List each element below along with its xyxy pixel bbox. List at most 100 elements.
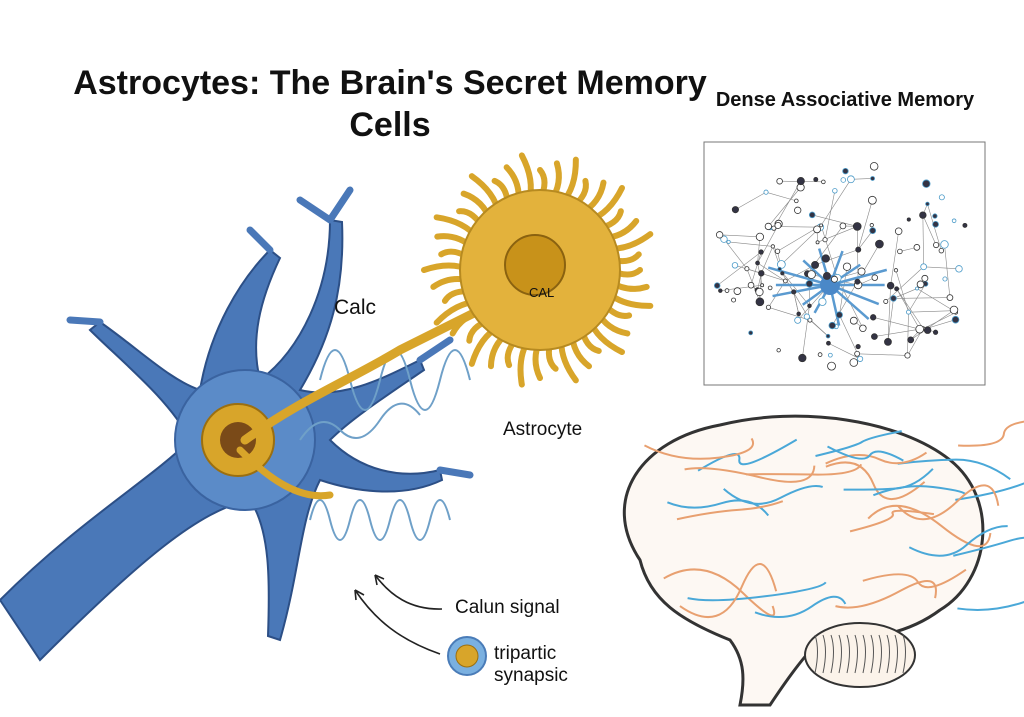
network-node (869, 223, 874, 228)
network-node (955, 265, 963, 273)
network-node (849, 358, 859, 367)
network-node (776, 177, 783, 185)
network-node (744, 266, 750, 272)
network-node (940, 240, 949, 249)
network-node (776, 348, 781, 353)
network-node (803, 313, 810, 320)
network-node (731, 262, 739, 269)
network-node (714, 282, 721, 289)
network-node (915, 324, 924, 334)
network-node (828, 321, 836, 330)
network-node (731, 297, 737, 303)
network-node (720, 235, 728, 243)
network-node (733, 287, 742, 295)
network-node (857, 267, 866, 276)
network-node (933, 241, 940, 249)
synapse-icon (447, 636, 487, 676)
network-node (774, 221, 782, 229)
network-node (808, 211, 816, 219)
network-node (869, 227, 877, 235)
network-node (920, 263, 928, 271)
network-node (817, 352, 823, 357)
network-node (818, 297, 827, 306)
network-node (835, 311, 843, 319)
network-node (894, 227, 903, 235)
network-node (813, 177, 819, 182)
network-node (871, 333, 878, 340)
network-node (847, 175, 855, 184)
astrocyte-label: Astrocyte (503, 419, 583, 440)
network-node (794, 316, 802, 324)
network-node (871, 274, 879, 281)
network-node (907, 336, 915, 344)
network-node (822, 237, 828, 243)
network-node (842, 167, 849, 175)
network-node (932, 213, 938, 219)
network-node (916, 280, 925, 289)
network-node (870, 176, 875, 181)
network-graph (714, 162, 968, 371)
network-node (796, 177, 805, 186)
network-node (777, 266, 782, 272)
network-node (715, 231, 724, 239)
network-node (932, 329, 939, 335)
network-node (925, 201, 930, 207)
astrocyte-nucleus (504, 234, 566, 296)
network-node (949, 305, 959, 315)
network-node (755, 287, 764, 297)
network-node (726, 239, 731, 244)
network-node (962, 222, 968, 228)
network-node (794, 198, 799, 204)
network-node (794, 206, 802, 214)
network-node (897, 248, 903, 255)
network-node (807, 317, 813, 323)
network-node (855, 343, 861, 350)
network-node (825, 333, 831, 339)
nucleus-label: CAL (529, 285, 555, 300)
network-node (883, 299, 889, 304)
network-node (764, 222, 772, 231)
network-node (755, 297, 765, 307)
network-node (765, 304, 772, 310)
network-node (904, 352, 911, 359)
network-node (747, 281, 755, 289)
network-node (821, 179, 826, 185)
network-node (832, 188, 838, 194)
network-node (915, 286, 919, 291)
astrocyte-cell (421, 152, 654, 388)
network-node (763, 189, 769, 195)
network-node (774, 248, 781, 254)
network-node (859, 324, 867, 333)
network-node (826, 340, 831, 346)
network-node (921, 274, 929, 282)
network-node (780, 271, 785, 276)
network-node (854, 278, 861, 285)
calc-label: Calc (334, 296, 377, 319)
network-node (886, 281, 895, 290)
network-node (796, 311, 801, 317)
network-node (811, 260, 820, 269)
network-node (869, 162, 879, 171)
network-node (821, 254, 830, 263)
network-node (813, 225, 821, 234)
network-node (855, 246, 862, 253)
network-node (890, 295, 897, 302)
network-node (724, 288, 730, 293)
network-node (755, 260, 760, 266)
network-node (815, 240, 820, 245)
network-node (906, 309, 911, 315)
network-node (951, 218, 957, 224)
network-node (758, 249, 764, 255)
network-node (842, 262, 852, 271)
network-node (849, 316, 858, 325)
network-node (819, 223, 824, 228)
network-node (942, 276, 948, 282)
network-node (755, 232, 765, 241)
network-node (870, 314, 877, 321)
network-node (919, 211, 927, 219)
network-title: Dense Associative Memory (715, 89, 975, 111)
network-node (831, 275, 838, 283)
network-node (946, 294, 954, 301)
network-node (894, 286, 900, 292)
